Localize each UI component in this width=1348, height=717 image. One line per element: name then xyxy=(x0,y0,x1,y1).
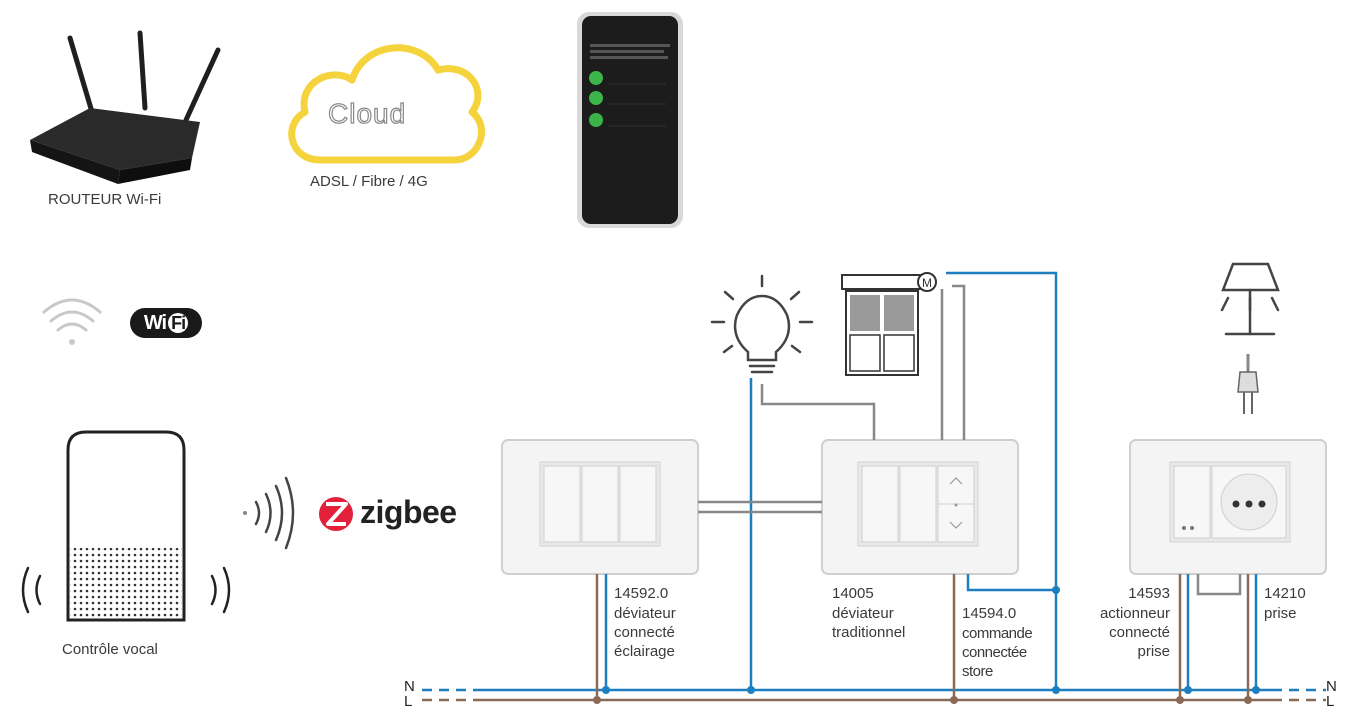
smartphone-icon xyxy=(577,12,683,228)
device-desc-14005: déviateur traditionnel xyxy=(832,605,906,641)
cloud-word: Cloud xyxy=(327,97,407,129)
motor-label: M xyxy=(922,276,932,290)
router-label: ROUTEUR Wi-Fi xyxy=(48,191,162,208)
device-code-14592: 14592.0 xyxy=(614,585,669,602)
floor-lamp-icon xyxy=(1220,262,1280,336)
wifi-logo-wi: Wi xyxy=(143,312,167,334)
junction-dots xyxy=(593,586,1260,704)
voice-control-label: Contrôle vocal xyxy=(62,641,158,658)
device-desc-14210: prise xyxy=(1264,605,1297,622)
light-bulb-icon xyxy=(710,274,814,374)
zigbee-label: zigbee xyxy=(360,494,457,530)
device-plate-14005-14594 xyxy=(821,439,1019,575)
neutral-label-right: N xyxy=(1326,678,1337,695)
live-label-right: L xyxy=(1326,693,1335,710)
device-desc-14592: déviateur connecté éclairage xyxy=(614,605,676,660)
cloud-icon xyxy=(288,44,485,164)
device-code-14210: 14210 xyxy=(1264,585,1306,602)
device-code-14593: 14593 xyxy=(1128,585,1170,602)
device-desc-14594: commande connectée store xyxy=(962,625,1033,680)
device-code-14594: 14594.0 xyxy=(962,605,1017,622)
window-shutter-icon: M xyxy=(841,272,937,376)
wifi-logo-fi: Fi xyxy=(168,313,189,333)
device-code-14005: 14005 xyxy=(832,585,874,602)
smart-speaker-icon xyxy=(66,430,186,622)
wires xyxy=(595,271,1258,700)
live-label-left: L xyxy=(404,693,413,710)
zigbee-logo-icon xyxy=(319,497,353,531)
wifi-signal-icon xyxy=(42,298,102,345)
device-plate-14592 xyxy=(501,439,699,575)
connection-label: ADSL / Fibre / 4G xyxy=(310,173,428,190)
neutral-label-left: N xyxy=(404,678,415,695)
router-icon xyxy=(30,30,221,184)
device-plate-14593-14210 xyxy=(1129,439,1327,575)
power-plug-icon xyxy=(1237,354,1259,414)
sound-wave-icon xyxy=(21,476,295,614)
device-desc-14593: actionneur connecté prise xyxy=(1099,605,1170,660)
